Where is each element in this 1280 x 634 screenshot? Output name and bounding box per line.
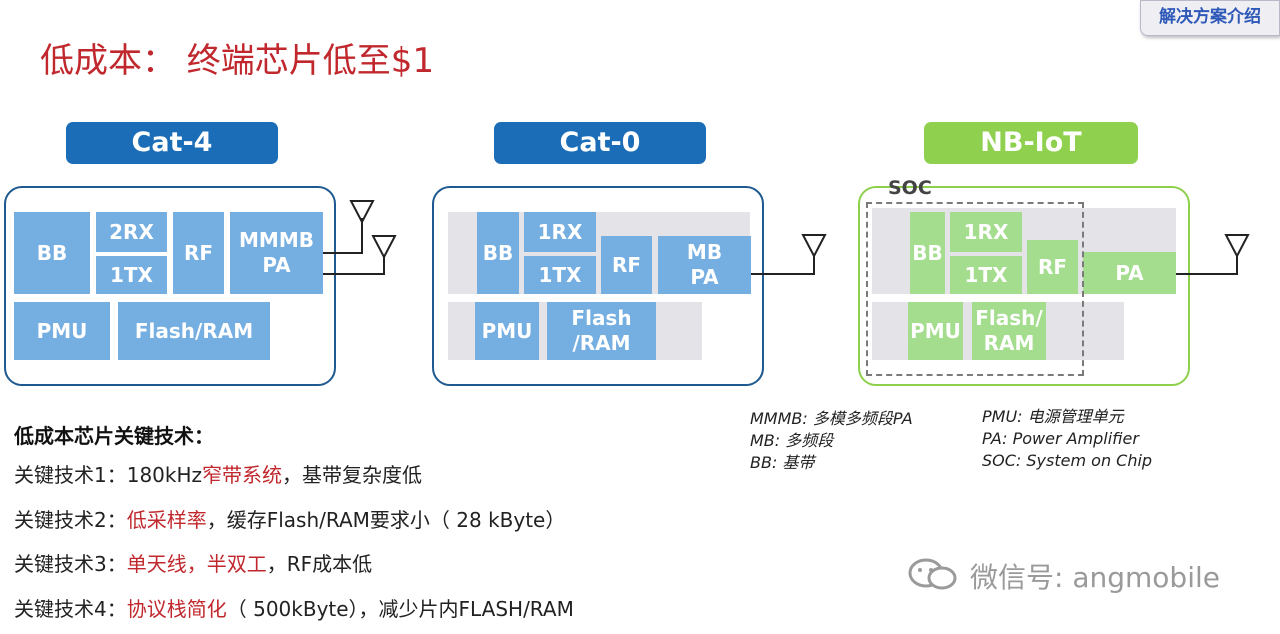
cat4-flash-ram-block: Flash/RAM — [118, 302, 270, 360]
tech-suffix: （ 500kByte），减少片内FLASH/RAM — [226, 597, 574, 621]
nbiot-line — [1176, 255, 1238, 275]
solution-intro-button[interactable]: 解决方案介绍 — [1140, 0, 1280, 36]
nbiot-pmu-block: PMU — [908, 302, 963, 360]
nbiot-pa-block: PA — [1083, 252, 1176, 294]
cat0-header: Cat-0 — [494, 122, 706, 164]
nbiot-bb-block: BB — [910, 212, 945, 294]
tech-highlight: 低采样率 — [126, 508, 207, 532]
tech-prefix: 关键技术4： — [14, 597, 127, 621]
nbiot-rx-block: 1RX — [950, 212, 1022, 252]
tech-suffix: ，基带复杂度低 — [282, 463, 423, 487]
cat4-tx-block: 1TX — [96, 256, 167, 294]
nbiot-header: NB-IoT — [924, 122, 1138, 164]
tech-highlight: 单天线，半双工 — [126, 552, 267, 576]
legend-item: PMU: 电源管理单元 — [982, 407, 1124, 426]
tech-heading: 低成本芯片关键技术： — [14, 424, 214, 448]
cat4-header: Cat-4 — [66, 122, 278, 164]
legend-item: BB: 基带 — [750, 453, 815, 472]
tech-prefix: 关键技术2： — [14, 508, 127, 532]
cat0-tx-block: 1TX — [524, 256, 596, 294]
tech-line-4: 关键技术4：协议栈简化（ 500kByte），减少片内FLASH/RAM — [14, 595, 574, 623]
cat4-pmu-block: PMU — [14, 302, 110, 360]
cat0-bb-block: BB — [477, 212, 519, 294]
tech-highlight: 窄带系统 — [202, 463, 283, 487]
page-title: 低成本： 终端芯片低至$1 — [40, 41, 435, 81]
antenna-icon — [349, 200, 375, 225]
cat0-pmu-block: PMU — [475, 302, 539, 360]
cat0-rx-block: 1RX — [524, 212, 596, 252]
legend-left: MMMB: 多模多频段PA MB: 多频段 BB: 基带 — [750, 408, 913, 474]
legend-item: SOC: System on Chip — [982, 451, 1153, 470]
tech-suffix: ，缓存Flash/RAM要求小（ 28 kByte） — [206, 508, 566, 532]
tech-line-3: 关键技术3：单天线，半双工，RF成本低 — [14, 550, 372, 578]
nbiot-tx-block: 1TX — [950, 256, 1022, 294]
tech-prefix: 关键技术1：180kHz — [14, 463, 203, 487]
tech-prefix: 关键技术3： — [14, 552, 127, 576]
cat0-pa-block: MB PA — [658, 236, 751, 294]
legend-item: MMMB: 多模多频段PA — [750, 409, 913, 428]
soc-label: SOC — [888, 177, 932, 199]
legend-item: MB: 多频段 — [750, 431, 834, 450]
cat4-pa-block: MMMB PA — [230, 212, 323, 294]
cat4-line-2 — [323, 257, 385, 275]
cat4-rf-block: RF — [173, 212, 224, 294]
antenna-icon — [801, 234, 827, 259]
legend-right: PMU: 电源管理单元 PA: Power Amplifier SOC: Sys… — [982, 406, 1152, 472]
legend-item: PA: Power Amplifier — [982, 429, 1139, 448]
wechat-icon — [908, 558, 957, 590]
tech-suffix: ，RF成本低 — [266, 552, 373, 576]
cat0-flash-ram-block: Flash /RAM — [547, 302, 656, 360]
tech-highlight: 协议栈简化 — [126, 597, 227, 621]
antenna-icon — [371, 235, 397, 260]
watermark-text: 微信号: angmobile — [970, 561, 1220, 594]
nbiot-flash-ram-block: Flash/ RAM — [972, 302, 1046, 360]
soc-boundary — [866, 202, 1084, 376]
cat4-rx-block: 2RX — [96, 212, 167, 252]
cat4-bb-block: BB — [14, 212, 90, 294]
antenna-icon — [1224, 234, 1250, 259]
cat0-rf-block: RF — [601, 236, 652, 294]
nbiot-rf-block: RF — [1027, 240, 1078, 294]
tech-line-1: 关键技术1：180kHz窄带系统，基带复杂度低 — [14, 461, 422, 489]
cat4-line-1 — [323, 218, 363, 254]
cat0-line — [751, 255, 815, 275]
tech-line-2: 关键技术2：低采样率，缓存Flash/RAM要求小（ 28 kByte） — [14, 506, 565, 534]
